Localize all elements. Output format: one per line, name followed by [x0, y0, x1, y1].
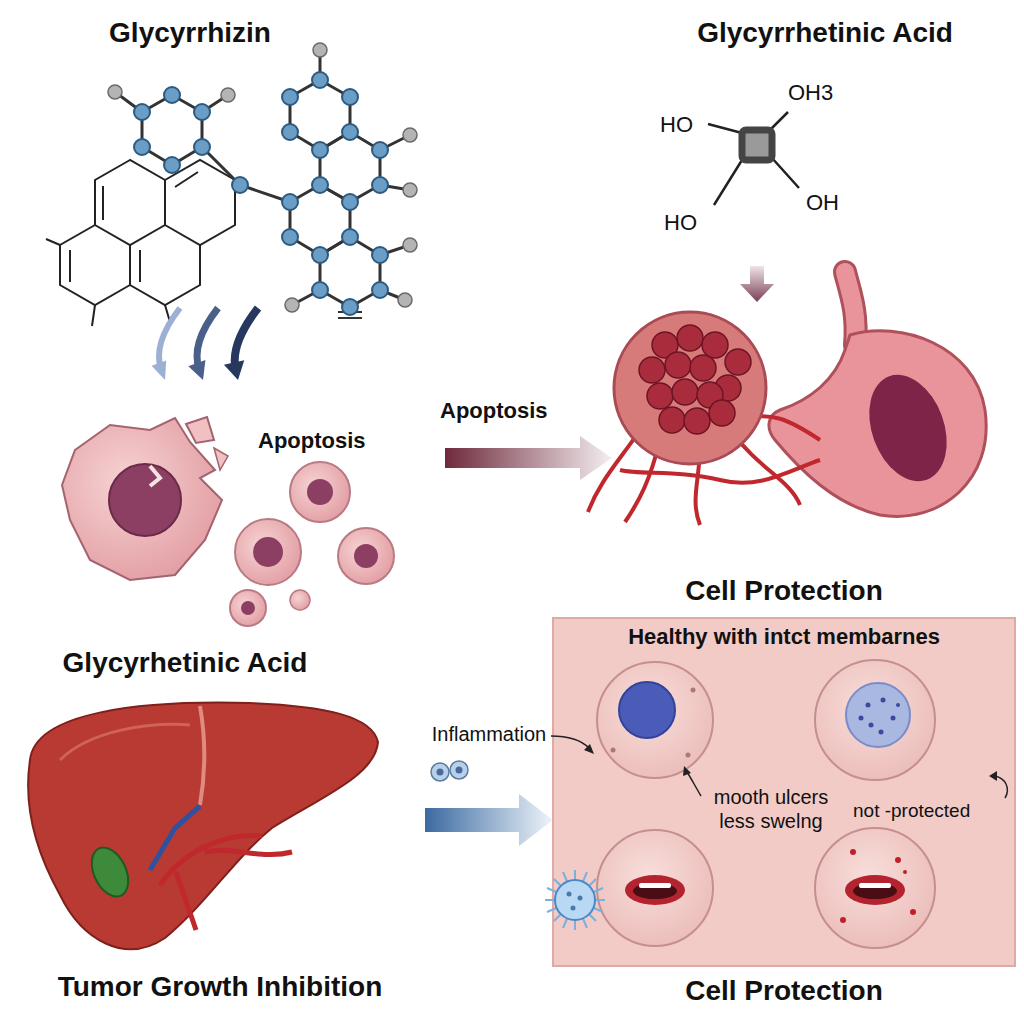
- molecule-node: Glycyrrhizin: [40, 8, 480, 308]
- connector-line: [235, 308, 258, 369]
- node-heading: Glycyrhetinic Acid: [15, 646, 355, 680]
- healthy-cell: [597, 662, 713, 778]
- inflammation-icon: [431, 761, 468, 781]
- block-arrow: [425, 794, 553, 846]
- node-heading: Cell Protection: [553, 574, 1015, 608]
- acid-molecule: [708, 112, 799, 205]
- label-text: mooth ulcers less swelng: [706, 785, 836, 833]
- tumor: [588, 312, 820, 525]
- molecule-skeleton: [46, 160, 235, 326]
- connector-arrow: [224, 308, 258, 380]
- immune-cell: [545, 870, 605, 930]
- cell-group: Apoptosis: [50, 380, 410, 630]
- apoptosis-arrow: [445, 436, 612, 480]
- connector-arrow: [425, 794, 553, 846]
- connector-line: [197, 308, 218, 370]
- arrow-head: [188, 360, 205, 380]
- down-arrow: [740, 266, 774, 302]
- stomach: [769, 272, 986, 516]
- panel-ground: [553, 618, 1015, 966]
- ulcer-cell: [815, 828, 935, 948]
- label-text: not -protected: [853, 800, 970, 823]
- molecule-atoms: [134, 72, 388, 315]
- label-text: OH3: [788, 80, 833, 106]
- liver: [28, 703, 378, 950]
- node-heading: Apoptosis: [258, 428, 366, 454]
- node-heading: Glycyrrhizin: [40, 16, 340, 50]
- edge-label: Inflammation: [430, 722, 549, 746]
- arrow-head: [152, 360, 167, 380]
- hydrogen-atoms: [108, 43, 417, 312]
- apoptotic-cells: [62, 417, 394, 626]
- label-text: HO: [660, 112, 693, 138]
- connector-arrow: [188, 308, 218, 380]
- node-text: Tumor Growth Inhibition: [15, 970, 425, 1004]
- node-text: Cell Protection: [553, 974, 1015, 1008]
- label-text: OH: [806, 190, 839, 216]
- connector-arrow: [152, 308, 180, 380]
- node-text: Healthy with intct membarnes: [553, 624, 1015, 650]
- label-text: Apoptosis: [440, 398, 548, 424]
- ulcer-cell: [597, 830, 713, 946]
- healthy-cell: [815, 660, 935, 780]
- organ-node: Glycyrhetinic AcidTumor Growth Inhibitio…: [15, 640, 425, 1012]
- pointer-heads: [584, 744, 997, 781]
- label-text: HO: [664, 210, 697, 236]
- molecule-bonds: [115, 50, 410, 318]
- node-heading: Glycyrrhetinic Acid: [640, 16, 1010, 50]
- arrow-head: [224, 360, 244, 380]
- connector-line: [159, 308, 180, 370]
